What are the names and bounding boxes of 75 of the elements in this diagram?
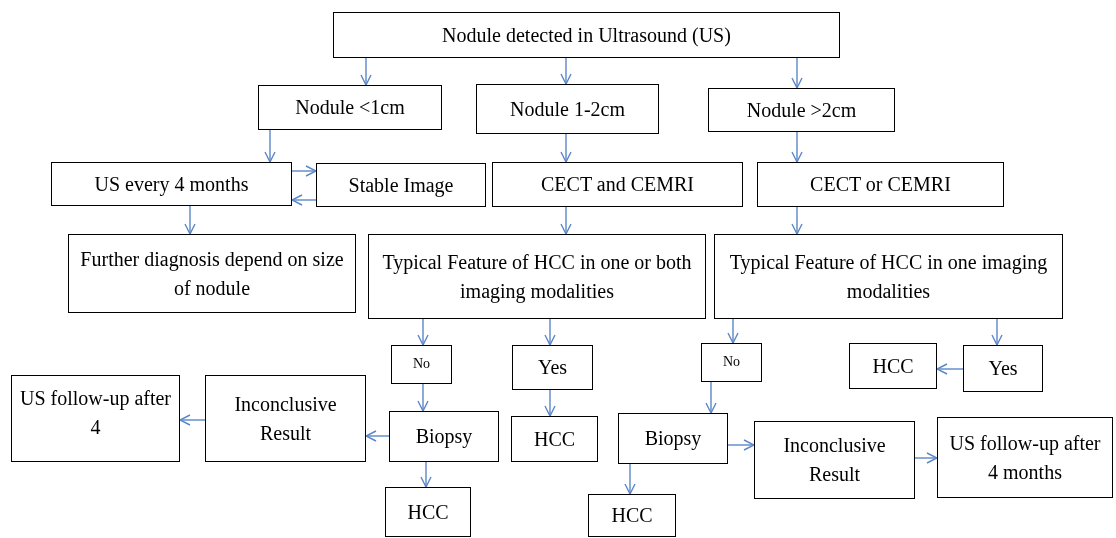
box-text: Nodule detected in Ultrasound (US) — [442, 22, 731, 49]
box-text: Further diagnosis depend on size of nodule — [79, 246, 345, 301]
process-box — [368, 234, 706, 319]
arrow — [420, 461, 432, 488]
box-text: HCC — [533, 426, 576, 452]
box-text: US every 4 months — [94, 171, 249, 198]
arrow — [544, 389, 556, 417]
box-text: No — [722, 353, 741, 372]
arrow — [417, 383, 429, 412]
process-box — [757, 162, 1004, 207]
arrow — [264, 129, 276, 163]
box-text: Yes — [988, 356, 1018, 381]
arrow — [791, 206, 803, 235]
process-box — [963, 345, 1043, 392]
process-box — [316, 163, 486, 207]
arrow — [184, 205, 196, 235]
box-text: Typical Feature of HCC in one or both imaging modalities — [381, 249, 693, 305]
process-box — [333, 12, 840, 58]
process-box — [511, 416, 598, 462]
arrow — [291, 165, 317, 177]
arrow — [560, 133, 572, 163]
box-text: Inconclusive Result — [233, 391, 338, 446]
arrow — [991, 318, 1003, 346]
arrow — [791, 131, 803, 163]
box-text: CECT and CEMRI — [541, 172, 694, 197]
box-text: Nodule >2cm — [746, 97, 857, 123]
box-text: HCC — [407, 499, 449, 525]
box-text: US follow-up after 4 — [18, 386, 173, 440]
arrow — [936, 363, 964, 375]
arrow — [291, 194, 317, 206]
process-box — [618, 413, 728, 464]
process-box — [708, 88, 895, 132]
arrow — [560, 206, 572, 235]
arrow — [727, 439, 755, 451]
box-text: Yes — [537, 355, 568, 380]
box-text: Biopsy — [415, 424, 473, 450]
arrow — [560, 57, 572, 85]
process-box — [849, 343, 937, 389]
box-text: Biopsy — [644, 426, 702, 452]
process-box — [391, 345, 452, 384]
box-text: No — [412, 355, 431, 374]
arrow — [624, 463, 636, 495]
arrow — [705, 381, 717, 414]
box-text: HCC — [872, 353, 914, 379]
process-box — [51, 162, 292, 206]
box-text: Nodule 1-2cm — [510, 96, 625, 122]
process-box — [588, 494, 676, 537]
box-text: Stable Image — [348, 172, 454, 199]
box-text: HCC — [611, 503, 653, 528]
process-box — [205, 375, 366, 462]
process-box — [714, 234, 1063, 319]
process-box — [389, 411, 499, 462]
arrow — [727, 318, 739, 344]
box-text: CECT or CEMRI — [810, 172, 951, 197]
process-box — [492, 162, 743, 207]
arrow — [544, 318, 556, 346]
process-box — [701, 343, 762, 382]
arrow — [914, 452, 938, 464]
arrow — [179, 414, 206, 426]
box-text: Nodule <1cm — [295, 95, 405, 120]
process-box — [476, 84, 659, 134]
process-box — [754, 421, 915, 499]
arrow — [417, 318, 429, 346]
box-text: US follow-up after 4 months — [948, 430, 1102, 485]
process-box — [512, 345, 593, 390]
process-box — [11, 375, 180, 462]
process-box — [937, 417, 1113, 498]
process-box — [258, 85, 442, 130]
arrow — [365, 430, 390, 442]
process-box — [68, 234, 356, 313]
arrow — [360, 57, 372, 86]
process-box — [385, 487, 471, 537]
box-text: Typical Feature of HCC in one imaging modalities — [728, 249, 1049, 304]
box-text: Inconclusive Result — [782, 433, 887, 487]
arrow — [791, 57, 803, 89]
